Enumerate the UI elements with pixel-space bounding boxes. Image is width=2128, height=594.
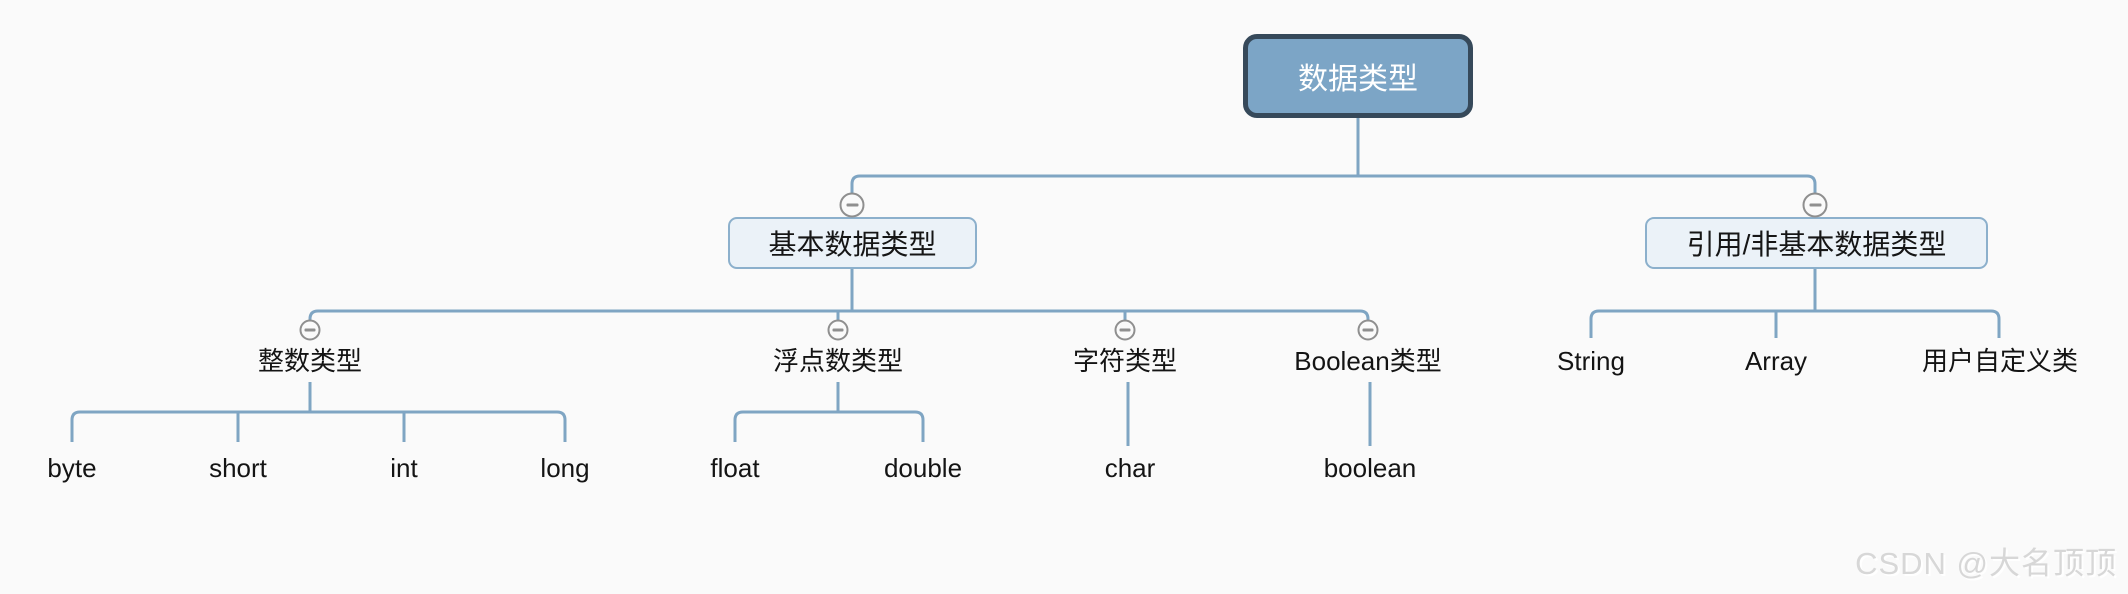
node-long[interactable]: long bbox=[540, 453, 590, 483]
node-string[interactable]: String bbox=[1557, 346, 1625, 376]
node-float[interactable]: float bbox=[710, 453, 760, 483]
node-int[interactable]: int bbox=[390, 453, 418, 483]
node-boolean-types[interactable]: Boolean类型 bbox=[1294, 346, 1442, 376]
minus-icon bbox=[304, 328, 316, 332]
minus-icon bbox=[846, 203, 858, 207]
connector-basic-children-bar bbox=[308, 309, 1370, 320]
collapse-icon-integer[interactable] bbox=[299, 319, 321, 341]
connector-level2-bar bbox=[850, 174, 1817, 193]
watermark: CSDN @大名顶顶 bbox=[1855, 546, 2117, 581]
node-char-types[interactable]: 字符类型 bbox=[1072, 346, 1178, 376]
node-user-defined-class[interactable]: 用户自定义类 bbox=[1921, 346, 2079, 376]
node-reference-types[interactable]: 引用/非基本数据类型 bbox=[1645, 217, 1988, 269]
node-integer-types[interactable]: 整数类型 bbox=[257, 346, 363, 376]
node-float-types[interactable]: 浮点数类型 bbox=[772, 346, 904, 376]
node-basic-types[interactable]: 基本数据类型 bbox=[728, 217, 977, 269]
minus-icon bbox=[1809, 203, 1821, 207]
node-short[interactable]: short bbox=[209, 453, 267, 483]
collapse-icon-boolean[interactable] bbox=[1357, 319, 1379, 341]
collapse-icon-basic[interactable] bbox=[839, 192, 865, 218]
node-basic-types-label: 基本数据类型 bbox=[768, 229, 937, 260]
connector-reference-children-bar bbox=[1589, 309, 2001, 338]
collapse-icon-float[interactable] bbox=[827, 319, 849, 341]
node-root[interactable]: 数据类型 bbox=[1243, 34, 1473, 118]
node-boolean[interactable]: boolean bbox=[1323, 453, 1417, 483]
connector-integer-children-bar bbox=[70, 410, 567, 442]
node-char[interactable]: char bbox=[1104, 453, 1156, 483]
node-root-label: 数据类型 bbox=[1298, 63, 1418, 96]
node-array[interactable]: Array bbox=[1744, 346, 1808, 376]
node-double[interactable]: double bbox=[883, 453, 963, 483]
minus-icon bbox=[1362, 328, 1374, 332]
connector-float-children-bar bbox=[733, 410, 925, 442]
node-reference-types-label: 引用/非基本数据类型 bbox=[1686, 229, 1947, 260]
collapse-icon-char[interactable] bbox=[1114, 319, 1136, 341]
minus-icon bbox=[832, 328, 844, 332]
node-byte[interactable]: byte bbox=[47, 453, 97, 483]
minus-icon bbox=[1119, 328, 1131, 332]
collapse-icon-reference[interactable] bbox=[1802, 192, 1828, 218]
